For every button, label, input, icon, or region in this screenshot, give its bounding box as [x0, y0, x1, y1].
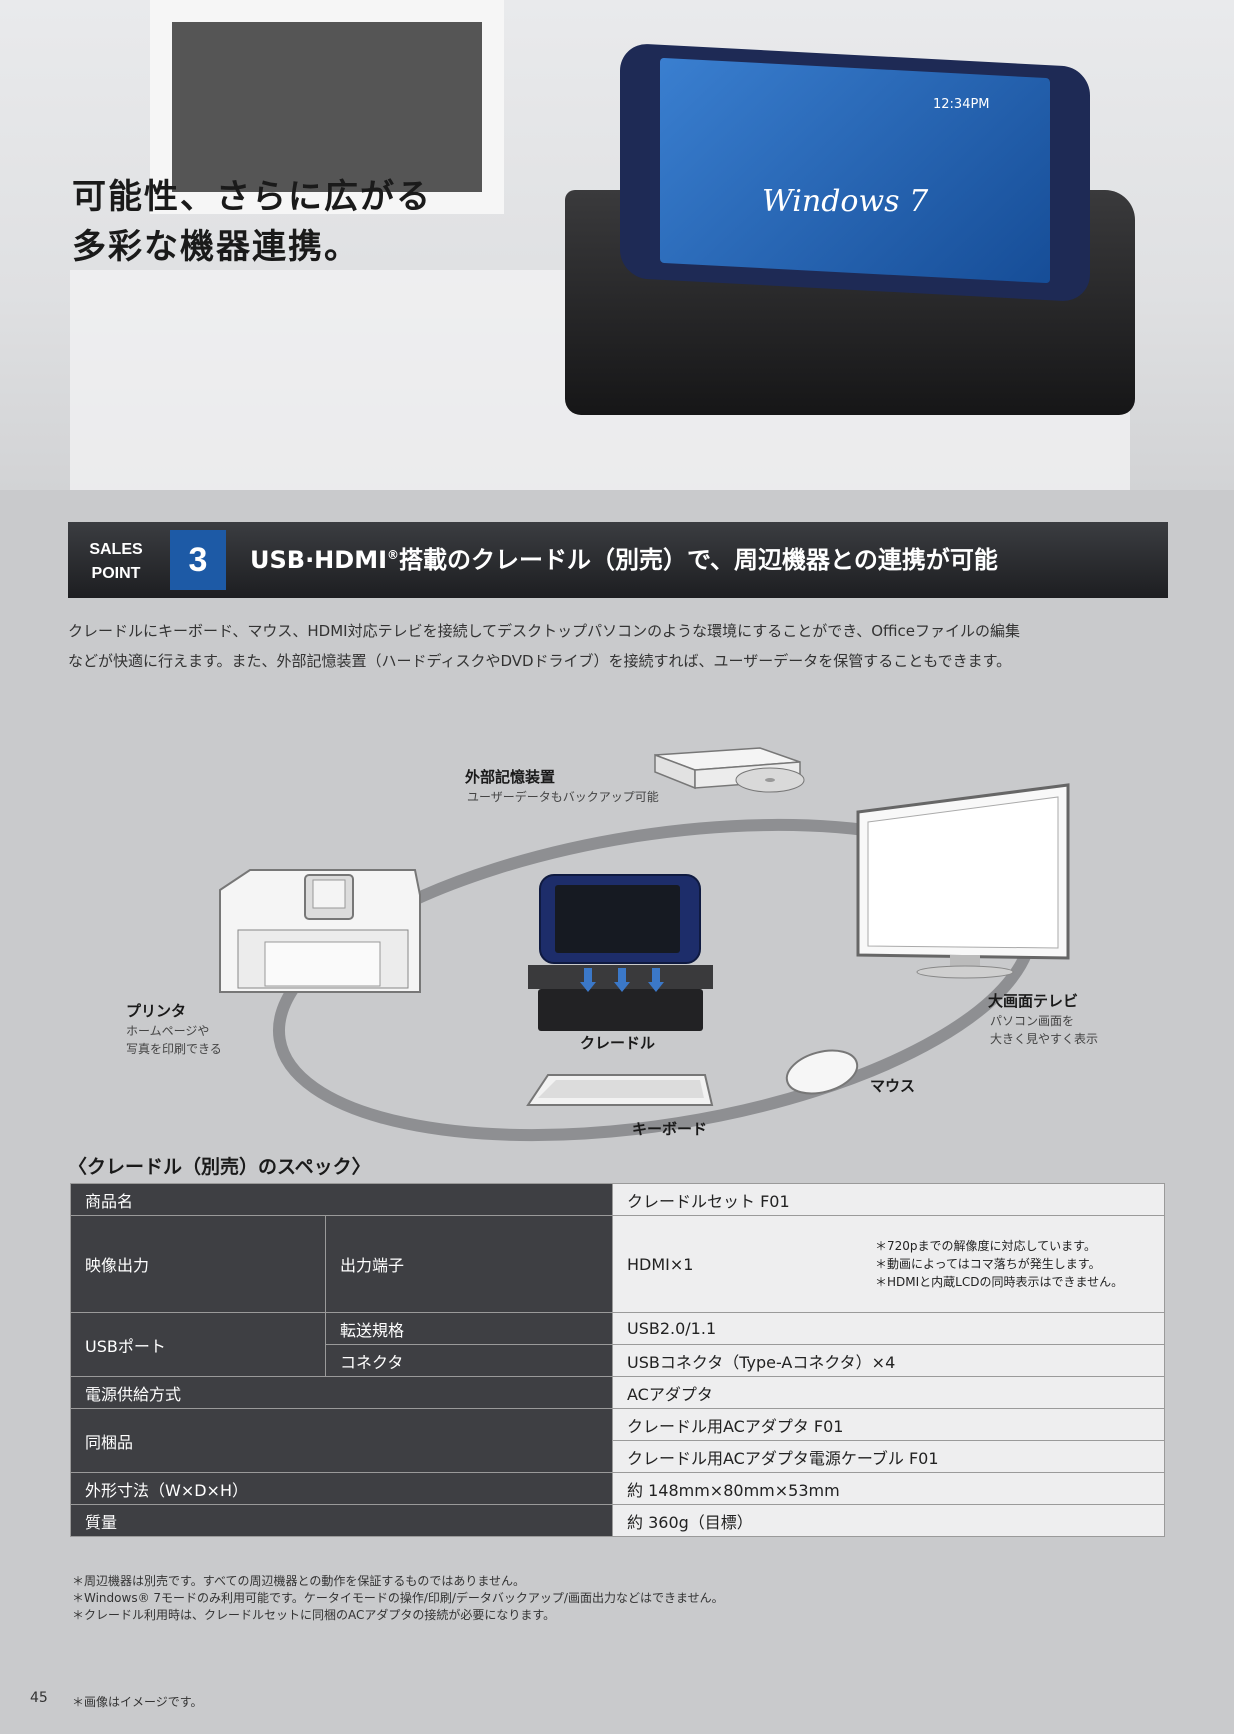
table-row: 商品名 クレードルセット F01	[70, 1183, 1165, 1216]
image-note: ＊画像はイメージです。	[72, 1695, 203, 1709]
spec-sub-video: 出力端子	[325, 1215, 613, 1313]
page-number: 45	[30, 1690, 48, 1706]
keyboard-icon	[526, 1074, 714, 1106]
spec-value-dims: 約 148mm×80mm×53mm	[612, 1472, 1165, 1505]
hero-title-line1: 可能性、さらに広がる	[72, 177, 432, 217]
spec-value-usb2: USBコネクタ（Type-Aコネクタ）×4	[612, 1344, 1165, 1377]
tv-sub1: パソコン画面を	[990, 1014, 1075, 1028]
footnote-2: ＊Windows® 7モードのみ利用可能です。ケータイモードの操作/印刷/データ…	[72, 1591, 724, 1605]
mouse-label: マウス	[870, 1077, 916, 1095]
hero-title: 可能性、さらに広がる 多彩な機器連携。	[72, 172, 432, 272]
spec-value-power: ACアダプタ	[612, 1376, 1165, 1409]
storage-device-icon	[654, 747, 805, 793]
spec-title: 〈クレードル（別売）のスペック〉	[68, 1156, 371, 1178]
tv-icon	[856, 783, 1070, 979]
spec-table: 商品名 クレードルセット F01 映像出力 出力端子 HDMI×1 ＊720pま…	[70, 1183, 1165, 1537]
intro-line2: などが快適に行えます。また、外部記憶装置（ハードディスクやDVDドライブ）を接続…	[68, 652, 1012, 670]
spec-value-weight: 約 360g（目標）	[612, 1504, 1165, 1537]
video-note2: ＊動画によってはコマ落ちが発生します。	[875, 1257, 1101, 1271]
table-row: 外形寸法（W×D×H） 約 148mm×80mm×53mm	[70, 1472, 1165, 1505]
device-screen	[660, 57, 1050, 284]
spec-label-weight: 質量	[70, 1504, 613, 1537]
connection-diagram: 外部記憶装置 ユーザーデータもバックアップ可能 プリンタ ホームページや 写真を…	[0, 730, 1234, 1150]
sales-text: SALES	[89, 541, 143, 558]
keyboard-label: キーボード	[632, 1120, 708, 1138]
spec-value-usb1: USB2.0/1.1	[612, 1312, 1165, 1345]
sales-point-label: SALES POINT	[76, 538, 156, 586]
printer-label: プリンタ	[126, 1002, 187, 1020]
intro-line1: クレードルにキーボード、マウス、HDMI対応テレビを接続してデスクトップパソコン…	[68, 622, 1021, 640]
table-row: 質量 約 360g（目標）	[70, 1504, 1165, 1537]
intro-paragraph: クレードルにキーボード、マウス、HDMI対応テレビを接続してデスクトップパソコン…	[68, 616, 1168, 676]
mouse-icon	[785, 1049, 859, 1095]
cradle-device-icon	[528, 874, 713, 1031]
background-monitor-image	[150, 0, 504, 214]
video-note3: ＊HDMIと内蔵LCDの同時表示はできません。	[875, 1275, 1124, 1289]
registered-mark: ®	[387, 548, 400, 562]
banner-title-part2: 搭載のクレードル（別売）で、周辺機器との連携が可能	[399, 546, 998, 574]
printer-sub1: ホームページや	[126, 1024, 210, 1038]
banner-title-part1: USB·HDMI	[250, 546, 388, 574]
video-note1: ＊720pまでの解像度に対応しています。	[875, 1239, 1096, 1253]
spec-value-bundle2: クレードル用ACアダプタ電源ケーブル F01	[612, 1440, 1165, 1473]
hero-section: Windows 7 12:34PM 可能性、さらに広がる 多彩な機器連携。	[0, 0, 1234, 490]
footnotes: ＊周辺機器は別売です。すべての周辺機器との動作を保証するものではありません。 ＊…	[72, 1573, 724, 1624]
cradle-label: クレードル	[580, 1034, 656, 1052]
spec-label-bundle: 同梱品	[70, 1408, 613, 1473]
spec-label-power: 電源供給方式	[70, 1376, 613, 1409]
spec-sub-usb2: コネクタ	[325, 1344, 613, 1377]
spec-value-video: HDMI×1	[612, 1215, 861, 1313]
diagram-graphics	[219, 747, 1070, 1142]
hero-title-line2: 多彩な機器連携。	[72, 227, 360, 267]
table-row: コネクタ USBコネクタ（Type-Aコネクタ）×4	[71, 1344, 1165, 1377]
tv-label: 大画面テレビ	[988, 992, 1079, 1010]
banner-title: USB·HDMI®搭載のクレードル（別売）で、周辺機器との連携が可能	[250, 540, 998, 575]
footnote-3: ＊クレードル利用時は、クレードルセットに同梱のACアダプタの接続が必要になります…	[72, 1608, 556, 1622]
table-row: USBポート 転送規格 USB2.0/1.1	[70, 1312, 1165, 1377]
screen-brand: Windows 7	[762, 184, 929, 219]
sales-point-number: 3	[170, 530, 226, 590]
spec-label-video: 映像出力	[70, 1215, 326, 1313]
point-text: POINT	[91, 565, 141, 582]
table-row: 映像出力 出力端子 HDMI×1 ＊720pまでの解像度に対応しています。 ＊動…	[70, 1215, 1165, 1313]
storage-label: 外部記憶装置	[465, 768, 556, 786]
spec-label-product: 商品名	[70, 1183, 613, 1216]
table-row: 電源供給方式 ACアダプタ	[70, 1376, 1165, 1409]
spec-label-dims: 外形寸法（W×D×H）	[70, 1472, 613, 1505]
spec-sub-usb1: 転送規格	[325, 1312, 613, 1345]
table-row: 同梱品 クレードル用ACアダプタ F01	[70, 1408, 1165, 1473]
table-row: クレードル用ACアダプタ電源ケーブル F01	[71, 1440, 1165, 1473]
spec-value-product: クレードルセット F01	[612, 1183, 1165, 1216]
spec-label-usb: USBポート	[70, 1312, 326, 1377]
sales-point-banner: SALES POINT 3 USB·HDMI®搭載のクレードル（別売）で、周辺機…	[68, 522, 1168, 598]
spec-value-bundle1: クレードル用ACアダプタ F01	[612, 1408, 1165, 1441]
screen-time: 12:34PM	[933, 97, 990, 112]
footnote-1: ＊周辺機器は別売です。すべての周辺機器との動作を保証するものではありません。	[72, 1574, 526, 1588]
tv-sub2: 大きく見やすく表示	[990, 1032, 1099, 1046]
spec-video-notes: ＊720pまでの解像度に対応しています。 ＊動画によってはコマ落ちが発生します。…	[861, 1215, 1165, 1313]
printer-icon	[219, 869, 421, 993]
printer-sub2: 写真を印刷できる	[126, 1042, 222, 1056]
storage-sub: ユーザーデータもバックアップ可能	[467, 790, 659, 804]
